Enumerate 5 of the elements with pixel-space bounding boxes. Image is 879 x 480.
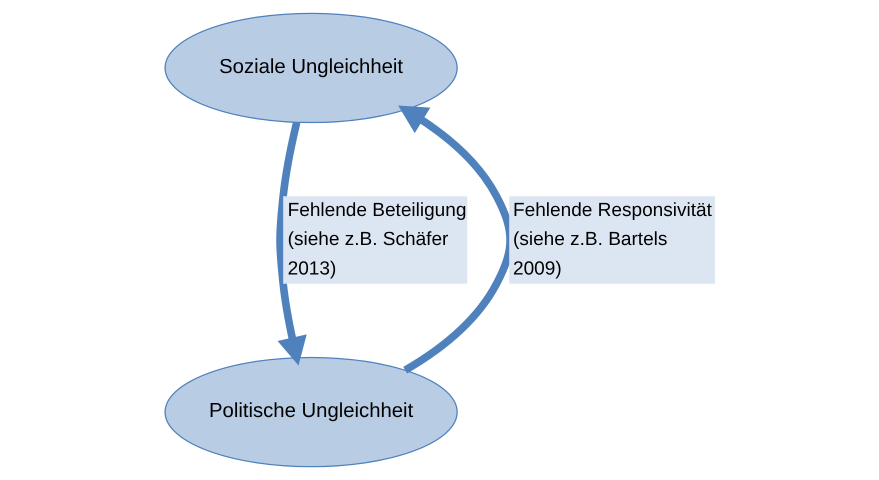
node-ellipse: Politische Ungleichheit [164, 356, 458, 468]
node-ellipse: Soziale Ungleichheit [164, 12, 458, 124]
edge-label: Fehlende Beteiligung (siehe z.B. Schäfer 2013) [287, 200, 466, 280]
arrow [276, 122, 306, 366]
edge-label: Fehlende Responsivität (siehe z.B. Bartels 2009) [512, 200, 712, 280]
